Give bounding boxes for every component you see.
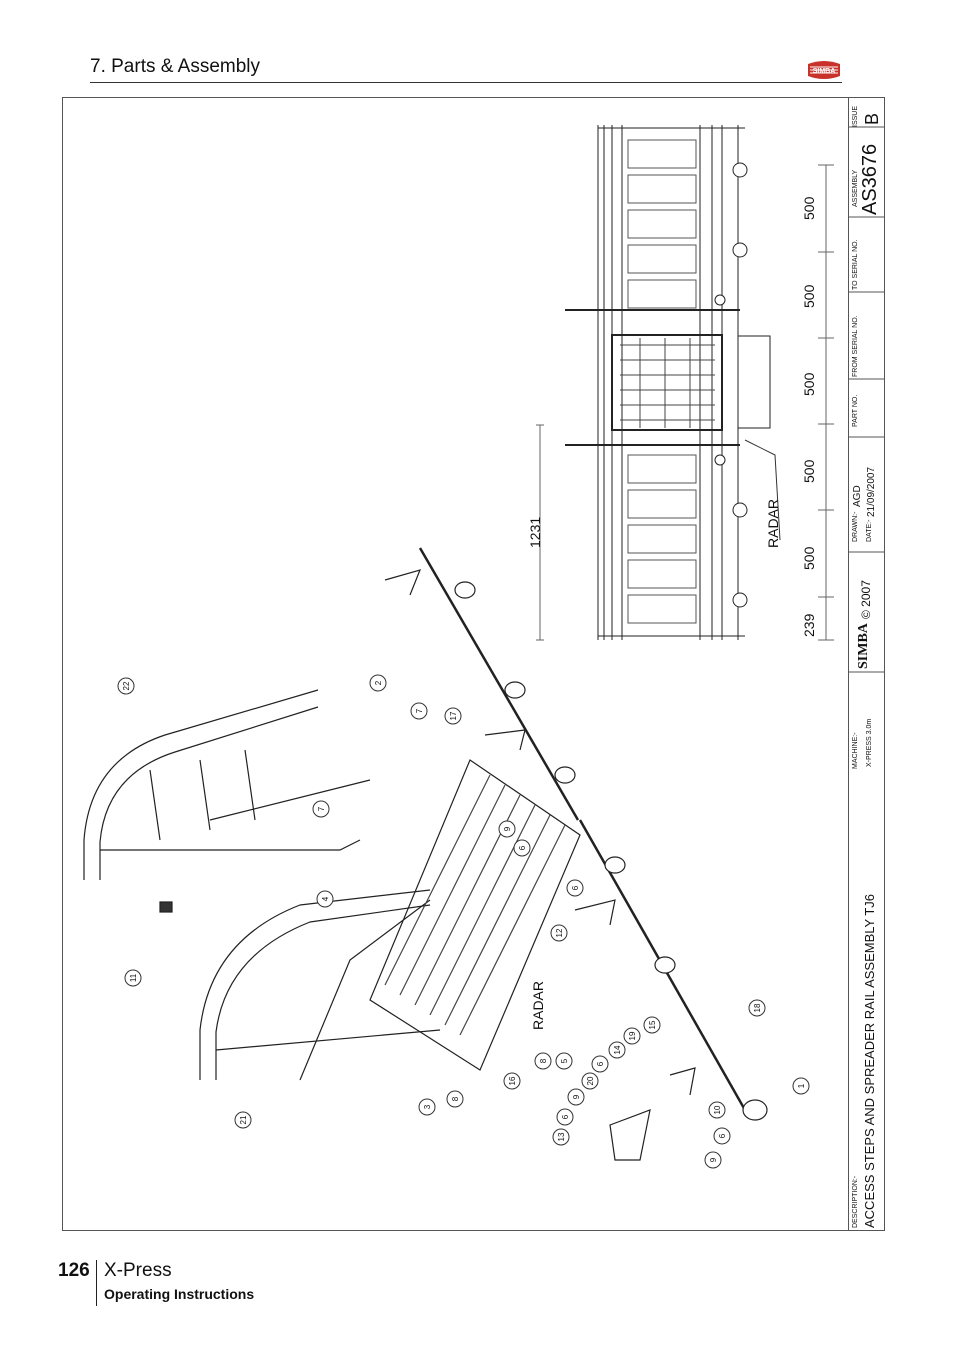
part-no-label: PART NO. xyxy=(852,394,859,427)
svg-text:6: 6 xyxy=(596,1061,605,1066)
svg-text:3: 3 xyxy=(423,1104,432,1109)
svg-text:22: 22 xyxy=(122,681,131,690)
drawing-date: 21/09/2007 xyxy=(866,466,877,517)
copyright: © 2007 xyxy=(859,580,873,619)
machine-value: X-PRESS 3.0m xyxy=(866,718,873,767)
brand-mark: SIMBA xyxy=(856,623,871,669)
svg-text:14: 14 xyxy=(613,1045,622,1054)
simba-logo: SIMBA xyxy=(806,60,842,80)
assembly-label: ASSEMBLY xyxy=(852,169,859,207)
drawn-label: DRAWN:- xyxy=(852,511,859,542)
svg-text:15: 15 xyxy=(648,1020,657,1029)
svg-text:500: 500 xyxy=(801,372,817,396)
svg-text:6: 6 xyxy=(718,1133,727,1138)
svg-text:5: 5 xyxy=(560,1058,569,1063)
balloons: 22 2 7 17 7 9 6 4 6 11 12 18 16 8 5 3 8 … xyxy=(117,674,810,1169)
svg-text:1: 1 xyxy=(797,1083,806,1088)
svg-text:6: 6 xyxy=(561,1114,570,1119)
svg-text:10: 10 xyxy=(713,1105,722,1114)
svg-text:2: 2 xyxy=(374,680,383,685)
machine-label: MACHINE:- xyxy=(852,732,859,769)
svg-text:6: 6 xyxy=(518,845,527,850)
svg-text:12: 12 xyxy=(555,928,564,937)
product-name: X-Press xyxy=(104,1260,172,1281)
drawing-labels: RADAR RADAR 1231 239 500 500 500 500 500 xyxy=(527,196,817,1030)
drawn-by: AGD xyxy=(852,485,863,507)
svg-text:8: 8 xyxy=(539,1058,548,1063)
section-title: 7. Parts & Assembly xyxy=(90,56,261,77)
svg-text:18: 18 xyxy=(753,1003,762,1012)
svg-text:9: 9 xyxy=(572,1094,581,1099)
svg-text:8: 8 xyxy=(451,1096,460,1101)
svg-text:21: 21 xyxy=(239,1115,248,1124)
svg-text:16: 16 xyxy=(508,1076,517,1085)
svg-text:6: 6 xyxy=(571,885,580,890)
svg-text:9: 9 xyxy=(503,826,512,831)
radar-label-plan: RADAR xyxy=(765,499,781,548)
svg-text:7: 7 xyxy=(317,806,326,811)
svg-text:500: 500 xyxy=(801,284,817,308)
svg-text:4: 4 xyxy=(321,896,330,901)
svg-text:500: 500 xyxy=(801,196,817,220)
svg-text:19: 19 xyxy=(628,1031,637,1040)
plan-view xyxy=(536,125,834,641)
svg-text:9: 9 xyxy=(709,1157,718,1162)
to-serial-label: TO SERIAL NO. xyxy=(852,239,859,290)
description-label: DESCRIPTION:- xyxy=(852,1175,859,1228)
exploded-view xyxy=(83,547,768,1161)
svg-text:239: 239 xyxy=(801,613,817,637)
manual-subtitle: Operating Instructions xyxy=(104,1286,255,1302)
svg-text:500: 500 xyxy=(801,546,817,570)
header-rule xyxy=(90,82,842,83)
drawing-frame xyxy=(62,97,885,1231)
assembly-number: AS3676 xyxy=(859,143,881,215)
svg-text:11: 11 xyxy=(129,973,138,982)
description: ACCESS STEPS AND SPREADER RAIL ASSEMBLY … xyxy=(862,893,877,1228)
svg-text:SIMBA: SIMBA xyxy=(813,68,836,75)
svg-text:13: 13 xyxy=(557,1132,566,1141)
issue-value: B xyxy=(862,112,882,125)
issue-label: ISSUE xyxy=(852,105,859,127)
svg-text:7: 7 xyxy=(415,708,424,713)
overall-dimension: 1231 xyxy=(527,517,543,548)
svg-text:500: 500 xyxy=(801,459,817,483)
date-label: DATE:- xyxy=(866,519,873,542)
svg-text:20: 20 xyxy=(586,1076,595,1085)
svg-text:17: 17 xyxy=(449,711,458,720)
title-block: ISSUE B ASSEMBLY AS3676 TO SERIAL NO. FR… xyxy=(848,97,885,1231)
radar-label-exploded: RADAR xyxy=(530,981,546,1030)
footer-divider xyxy=(96,1260,97,1306)
from-serial-label: FROM SERIAL NO. xyxy=(852,315,859,377)
page-number: 126 xyxy=(58,1260,90,1281)
